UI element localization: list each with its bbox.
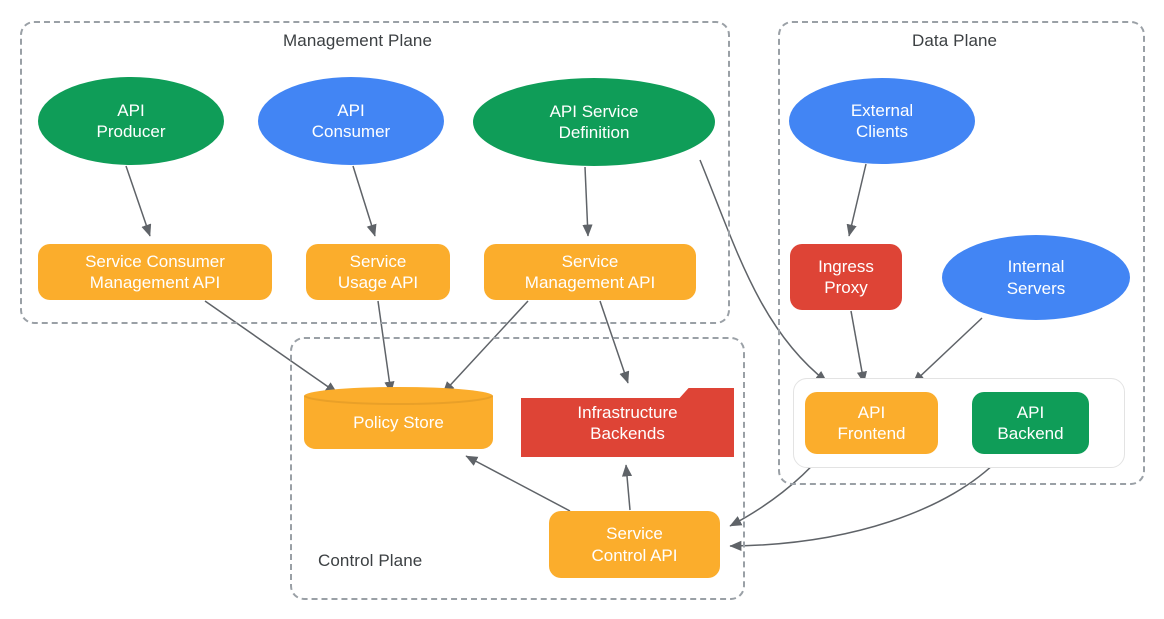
node-label-api-consumer: API Consumer	[311, 100, 391, 141]
edge-internal-servers-to-api-frontend	[912, 317, 983, 384]
edge-external-clients-to-ingress	[846, 163, 867, 237]
node-label-external-clients: External Clients	[850, 100, 914, 141]
node-label-ingress-proxy: Ingress Proxy	[818, 256, 874, 297]
edge-consumer-to-usage	[352, 165, 377, 237]
edge-definition-to-service-mgmt	[582, 166, 593, 237]
node-internal-servers[interactable]: Internal Servers	[942, 235, 1130, 320]
edge-service-control-to-infra-backends	[621, 464, 633, 511]
node-service-control-api[interactable]: Service Control API	[549, 511, 720, 578]
cylinder-top-policy-store	[304, 387, 493, 405]
node-label-service-control-api: Service Control API	[591, 524, 678, 565]
node-label-api-service-definition: API Service Definition	[549, 101, 639, 142]
node-external-clients[interactable]: External Clients	[789, 78, 975, 164]
edge-producer-to-consumer-mgmt	[125, 165, 152, 237]
edge-consumer-mgmt-to-policy-store	[204, 300, 338, 394]
node-label-infrastructure-backends: Infrastructure Backends	[577, 402, 678, 443]
group-box-data-plane	[778, 21, 1145, 485]
node-api-consumer[interactable]: API Consumer	[258, 77, 444, 165]
node-label-service-usage-api: Service Usage API	[337, 251, 419, 292]
group-label-management-plane: Management Plane	[283, 31, 433, 50]
node-label-service-management-api: Service Management API	[524, 251, 656, 292]
edge-service-mgmt-to-policy-store	[442, 300, 529, 394]
edge-service-mgmt-to-infra-backends	[599, 300, 630, 384]
node-api-frontend[interactable]: API Frontend	[805, 392, 938, 454]
node-api-backend[interactable]: API Backend	[972, 392, 1089, 454]
edge-definition-to-api-frontend	[699, 159, 828, 383]
folder-shape-infrastructure-backends	[521, 388, 734, 457]
node-label-service-consumer-management-api: Service Consumer Management API	[85, 251, 225, 292]
node-policy-store[interactable]: Policy Store	[304, 387, 493, 449]
node-label-api-frontend: API Frontend	[837, 402, 906, 443]
node-label-api-producer: API Producer	[96, 100, 166, 141]
node-service-management-api[interactable]: Service Management API	[484, 244, 696, 300]
edge-service-control-to-policy-store	[465, 455, 571, 512]
node-label-policy-store: Policy Store	[353, 412, 444, 432]
edge-usage-to-policy-store	[377, 300, 395, 394]
group-label-data-plane: Data Plane	[912, 31, 998, 50]
group-box-management-plane	[20, 21, 730, 324]
group-label-control-plane: Control Plane	[318, 551, 423, 570]
node-label-internal-servers: Internal Servers	[1006, 257, 1066, 298]
node-service-usage-api[interactable]: Service Usage API	[306, 244, 450, 300]
edge-ingress-to-api-frontend	[850, 310, 867, 384]
node-api-producer[interactable]: API Producer	[38, 77, 224, 165]
node-label-api-backend: API Backend	[997, 402, 1064, 443]
node-ingress-proxy[interactable]: Ingress Proxy	[790, 244, 902, 310]
node-infrastructure-backends[interactable]: Infrastructure Backends	[519, 387, 736, 459]
node-service-consumer-management-api[interactable]: Service Consumer Management API	[38, 244, 272, 300]
node-api-service-definition[interactable]: API Service Definition	[473, 78, 715, 166]
edge-api-backend-to-service-control	[729, 457, 1001, 552]
group-box-control-plane	[290, 337, 745, 600]
